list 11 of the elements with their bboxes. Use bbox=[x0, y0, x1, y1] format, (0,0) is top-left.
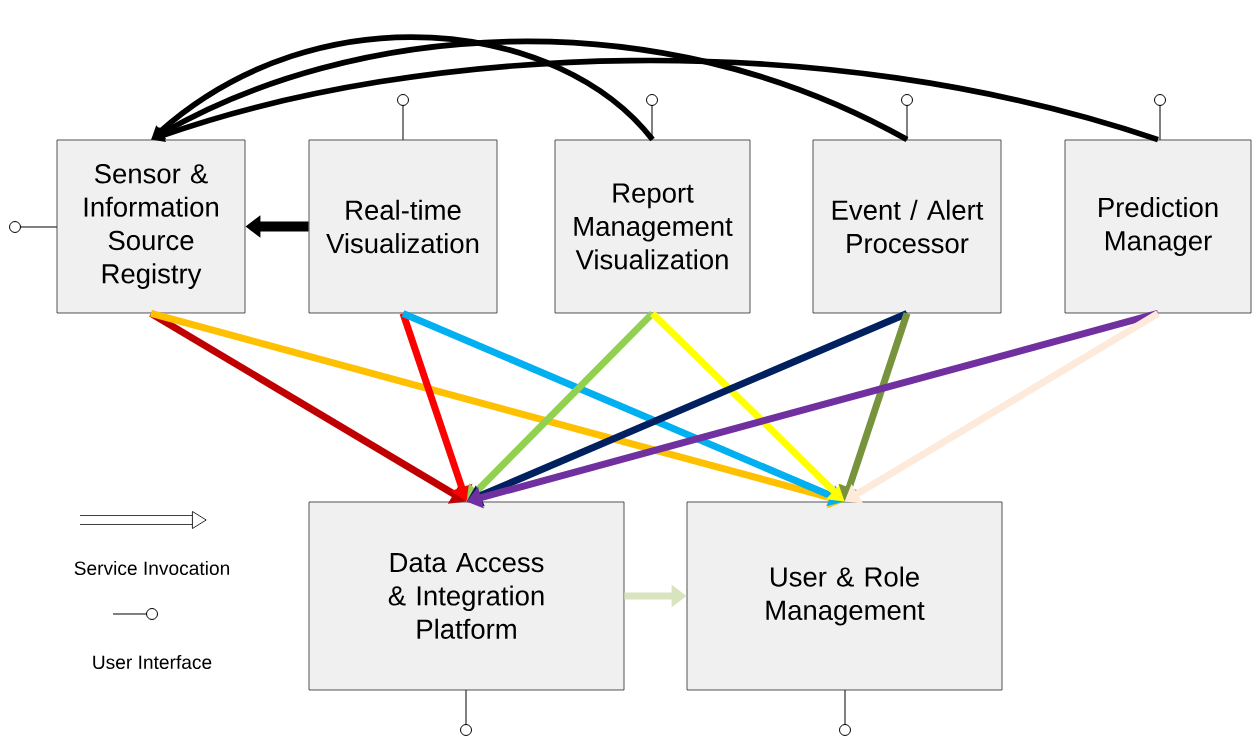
process-box: User & Role Management bbox=[686, 501, 1003, 691]
process-box: Real-time Visualization bbox=[308, 139, 498, 314]
legend-text: Service Invocation bbox=[74, 560, 230, 576]
block-arrow bbox=[650, 310, 845, 502]
block-arrow bbox=[466, 310, 655, 502]
process-box: Sensor & Information Source Registry bbox=[56, 139, 246, 314]
process-box: Event / Alert Processor bbox=[812, 139, 1002, 314]
legend-text: User Interface bbox=[93, 655, 212, 669]
process-box: Data Access & Integration Platform bbox=[308, 501, 625, 691]
process-box: Report Management Visualization bbox=[554, 139, 751, 314]
process-box: Prediction Manager bbox=[1064, 139, 1252, 314]
